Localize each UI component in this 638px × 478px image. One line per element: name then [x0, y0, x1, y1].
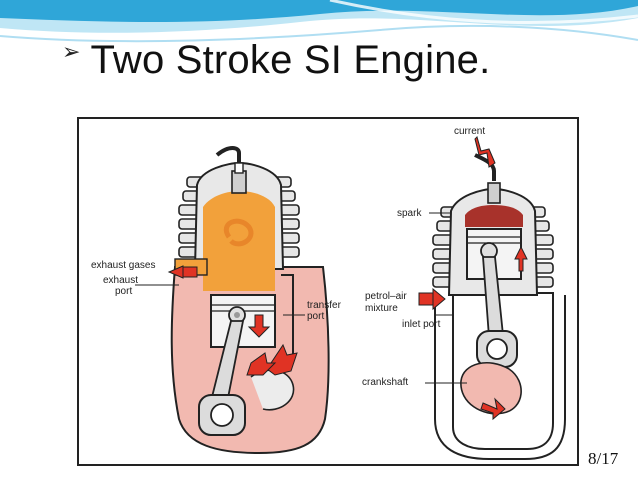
label-transfer-port-line2: port: [307, 311, 324, 322]
label-exhaust-port-line2: port: [115, 286, 132, 297]
page-number: 8/17: [588, 449, 618, 469]
label-exhaust-port-line1: exhaust: [103, 275, 138, 286]
engine-diagram: current spark exhaust gases exhaust port…: [77, 117, 579, 466]
label-mixture-line2: mixture: [365, 303, 398, 314]
title-text: Two Stroke SI Engine.: [90, 38, 490, 83]
arrowhead-bullet-icon: ➢: [62, 42, 80, 64]
label-inlet-port: inlet port: [402, 319, 440, 330]
label-exhaust-gases: exhaust gases: [91, 260, 156, 271]
label-mixture-line1: petrol–air: [365, 291, 407, 302]
label-spark: spark: [397, 208, 421, 219]
label-transfer-port-line1: transfer: [307, 300, 341, 311]
label-crankshaft: crankshaft: [362, 377, 408, 388]
engine-diagram-drawing: [79, 119, 581, 468]
slide-title: ➢ Two Stroke SI Engine.: [62, 38, 490, 83]
label-current: current: [454, 126, 485, 137]
